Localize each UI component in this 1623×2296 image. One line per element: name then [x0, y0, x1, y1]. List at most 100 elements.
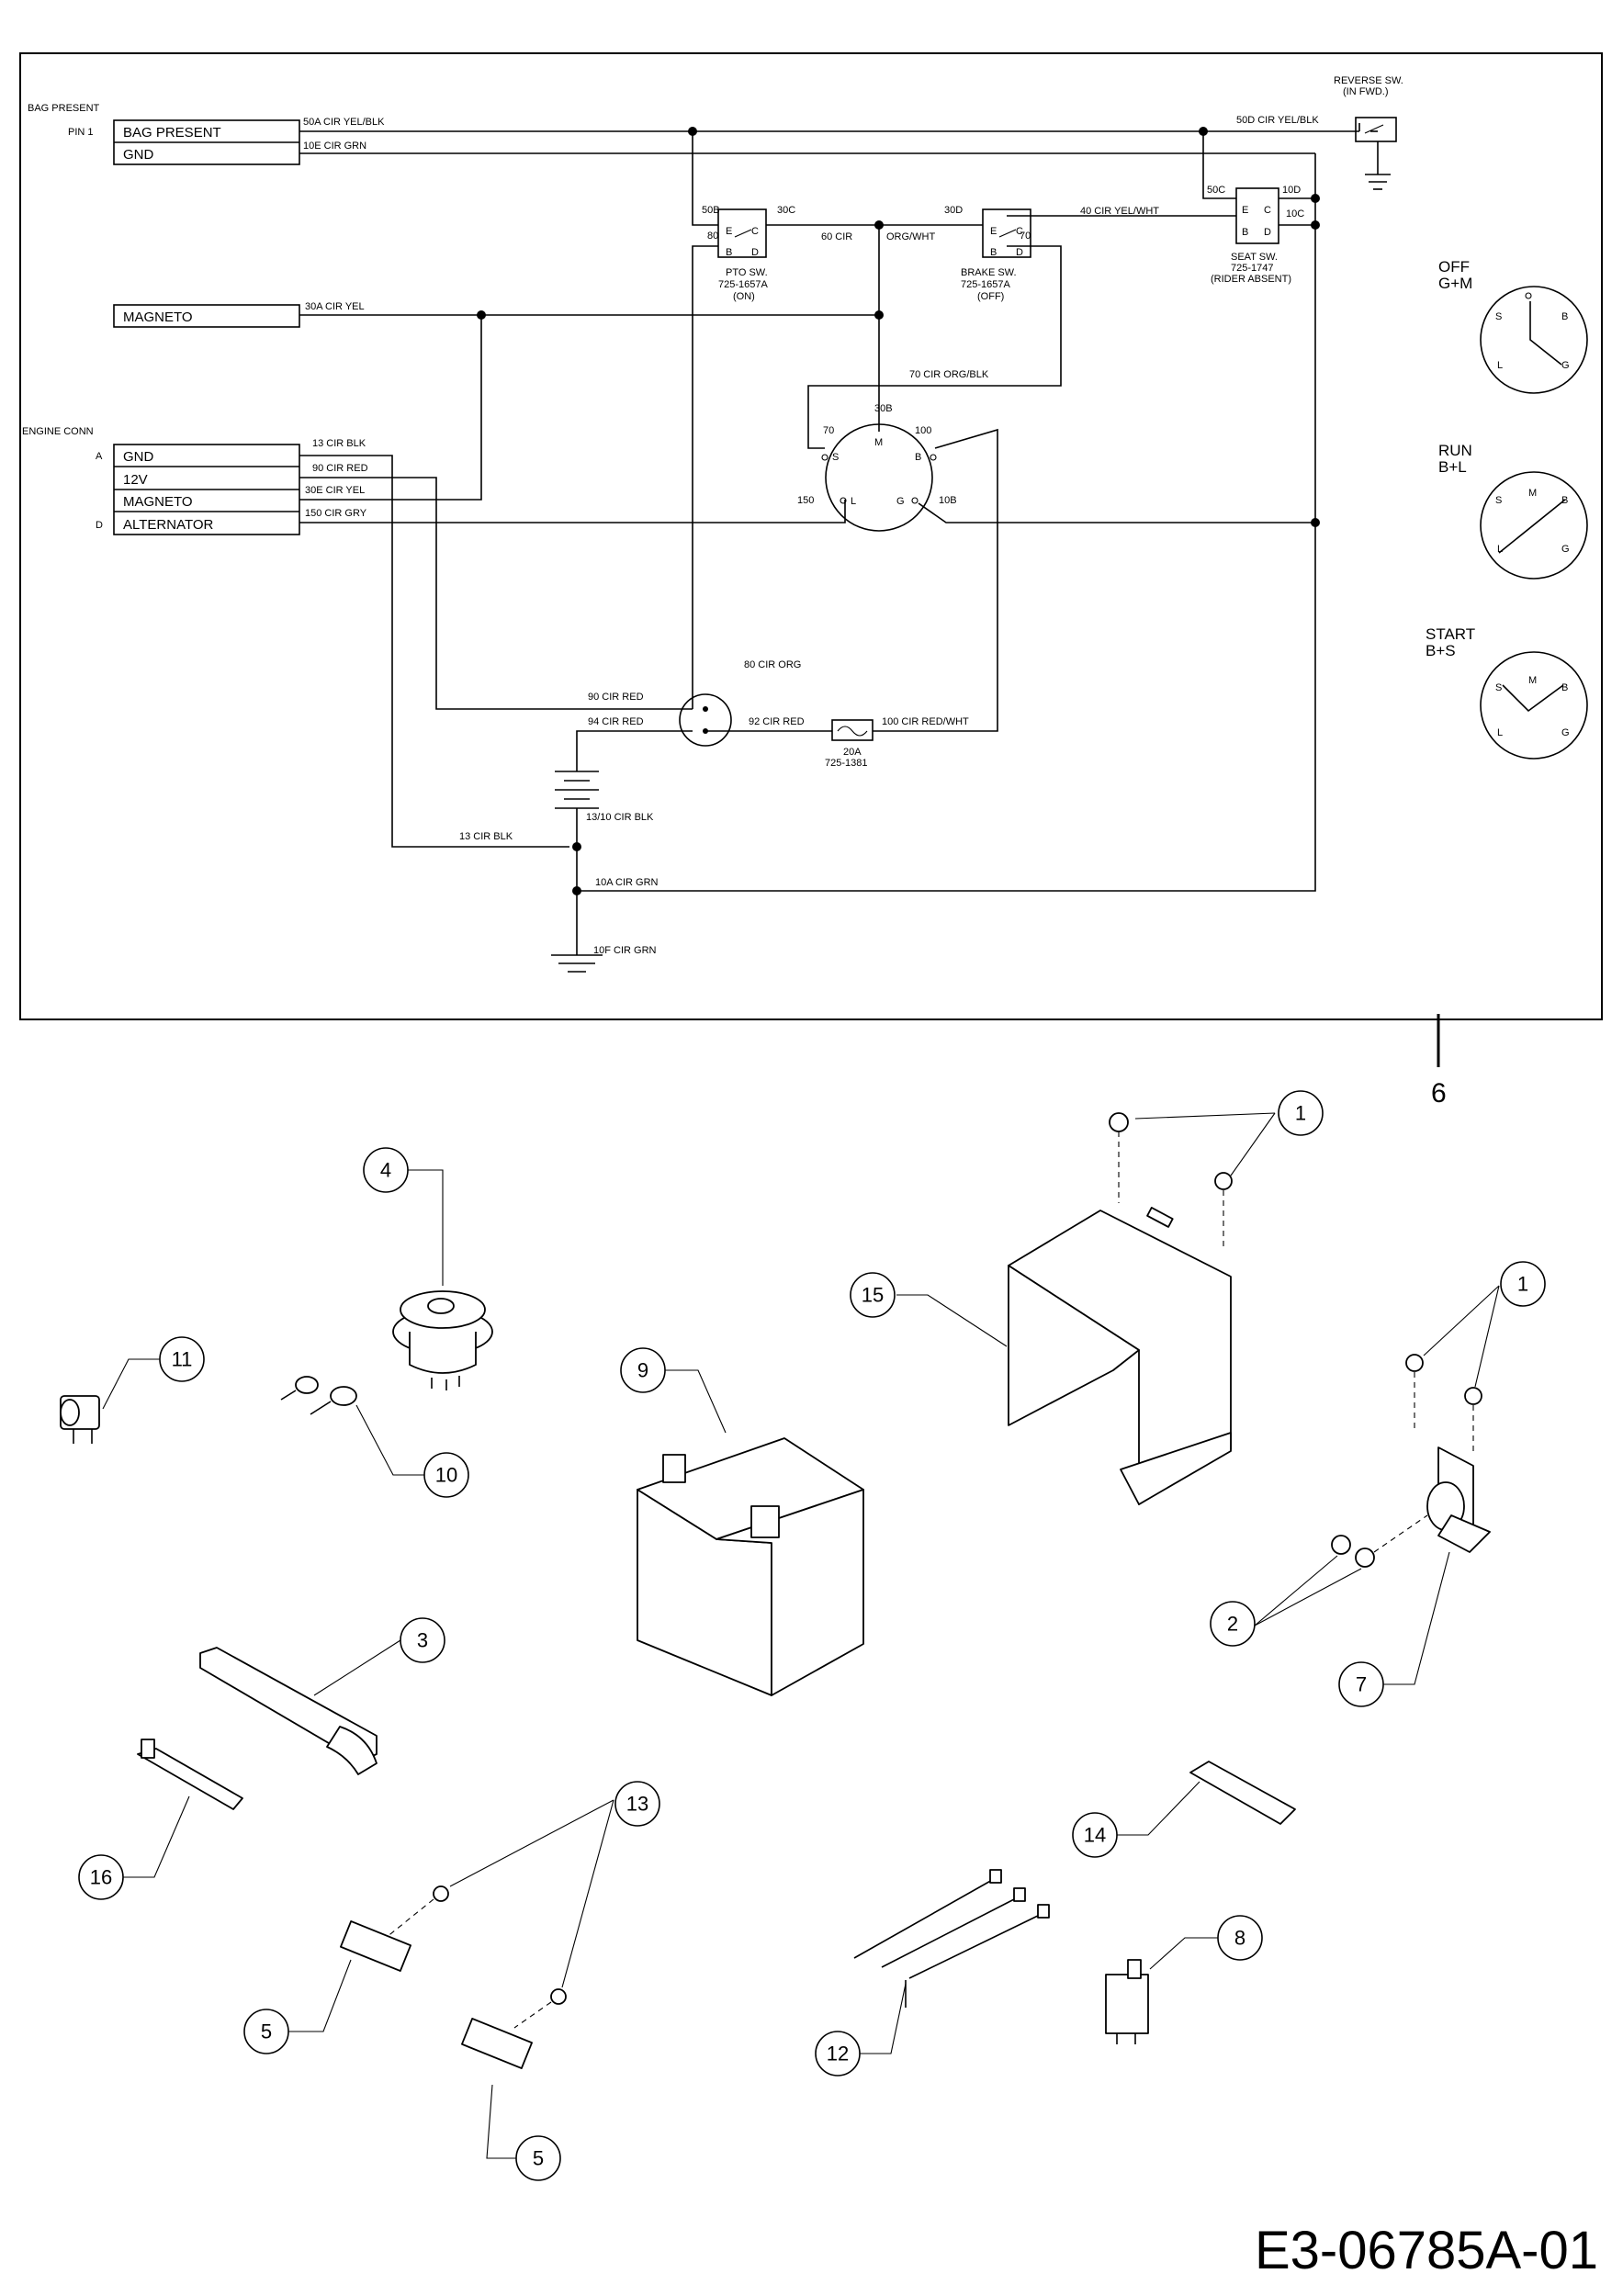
svg-text:15: 15	[862, 1284, 884, 1307]
node-labels: 50B 30C 80 30D 70 50C 10D 10C 70 30B 100…	[702, 185, 1304, 506]
part-shield-bracket	[1008, 1207, 1232, 1505]
key-position-run: RUN B+L M S B L G	[1438, 442, 1588, 580]
key-position-start: START B+S M S B L G	[1426, 625, 1588, 760]
part-clip-14	[1189, 1761, 1296, 1825]
svg-text:10E CIR GRN: 10E CIR GRN	[303, 141, 366, 152]
svg-text:L: L	[1497, 544, 1503, 555]
bag-present-connector: BAG PRESENT PIN 1 BAG PRESENT GND	[28, 103, 300, 165]
svg-text:50C: 50C	[1207, 185, 1225, 196]
svg-text:60 CIR: 60 CIR	[821, 231, 852, 242]
svg-text:10C: 10C	[1286, 208, 1304, 219]
part-ignition-mount	[1331, 1354, 1491, 1568]
svg-text:ORG/WHT: ORG/WHT	[886, 231, 935, 242]
svg-text:30D: 30D	[944, 205, 963, 216]
part-connectors	[340, 1885, 567, 2069]
svg-text:5: 5	[261, 2020, 272, 2043]
svg-text:94 CIR RED: 94 CIR RED	[588, 716, 644, 727]
pto-switch: E C B D PTO SW. 725-1657A (ON)	[717, 208, 768, 302]
svg-text:B+S: B+S	[1426, 642, 1456, 659]
svg-text:50D CIR YEL/BLK: 50D CIR YEL/BLK	[1236, 115, 1319, 126]
part-battery	[637, 1437, 864, 1696]
svg-text:L: L	[1497, 360, 1503, 371]
svg-text:70: 70	[1020, 231, 1031, 242]
svg-text:16: 16	[90, 1866, 112, 1889]
svg-text:2: 2	[1227, 1613, 1238, 1636]
svg-text:MAGNETO: MAGNETO	[123, 310, 193, 325]
svg-text:13 CIR BLK: 13 CIR BLK	[459, 831, 513, 842]
svg-text:E: E	[726, 226, 732, 237]
part-keys	[280, 1376, 357, 1415]
svg-text:725-1657A: 725-1657A	[718, 279, 768, 290]
magneto-connector: MAGNETO	[113, 304, 300, 328]
svg-text:30A CIR YEL: 30A CIR YEL	[305, 301, 365, 312]
svg-text:11: 11	[172, 1348, 193, 1371]
svg-text:10D: 10D	[1282, 185, 1301, 196]
svg-text:70 CIR ORG/BLK: 70 CIR ORG/BLK	[909, 369, 989, 380]
svg-text:(IN FWD.): (IN FWD.)	[1343, 86, 1388, 97]
svg-text:12V: 12V	[123, 472, 148, 488]
svg-text:S: S	[1495, 682, 1502, 693]
svg-text:S: S	[1495, 311, 1502, 322]
svg-text:M: M	[1528, 488, 1537, 499]
svg-text:90 CIR RED: 90 CIR RED	[312, 463, 368, 474]
svg-text:30B: 30B	[874, 403, 893, 414]
svg-text:13: 13	[626, 1793, 648, 1816]
key-position-off: OFF G+M S B L G	[1438, 258, 1588, 394]
svg-text:D: D	[96, 520, 103, 531]
svg-text:725-1657A: 725-1657A	[961, 279, 1010, 290]
svg-text:G: G	[1561, 544, 1570, 555]
svg-text:G: G	[1561, 360, 1570, 371]
schematic-frame	[19, 52, 1603, 1020]
svg-text:SEAT SW.: SEAT SW.	[1231, 252, 1278, 263]
callouts: 1 1 2 3 4 5 5 7 8 9 10 11	[78, 1090, 1546, 2181]
part-plunger-switch	[1105, 1959, 1149, 2044]
svg-text:100 CIR RED/WHT: 100 CIR RED/WHT	[882, 716, 969, 727]
svg-text:B: B	[1561, 311, 1568, 322]
drawing-number: E3-06785A-01	[1255, 2221, 1598, 2280]
svg-text:RUN: RUN	[1438, 442, 1472, 459]
svg-text:L: L	[1497, 727, 1503, 738]
svg-text:30E CIR YEL: 30E CIR YEL	[305, 485, 365, 496]
svg-text:GND: GND	[123, 449, 154, 465]
svg-text:(ON): (ON)	[733, 291, 755, 302]
svg-text:C: C	[751, 226, 759, 237]
part-relay	[60, 1395, 100, 1444]
svg-text:BRAKE SW.: BRAKE SW.	[961, 267, 1017, 278]
svg-text:12: 12	[827, 2043, 849, 2065]
svg-text:100: 100	[915, 425, 931, 436]
svg-text:C: C	[1264, 205, 1271, 216]
svg-text:M: M	[1528, 675, 1537, 686]
ground-symbol	[551, 954, 603, 973]
svg-text:M: M	[874, 437, 883, 448]
svg-text:10F CIR GRN: 10F CIR GRN	[593, 945, 657, 956]
svg-text:13/10 CIR BLK: 13/10 CIR BLK	[586, 812, 654, 823]
part-cable-ties	[853, 1869, 1050, 2008]
svg-text:40 CIR YEL/WHT: 40 CIR YEL/WHT	[1080, 206, 1159, 217]
svg-text:150: 150	[797, 495, 814, 506]
svg-text:B: B	[1561, 682, 1568, 693]
svg-text:1: 1	[1295, 1102, 1306, 1125]
svg-text:B: B	[726, 247, 732, 258]
svg-text:BAG PRESENT: BAG PRESENT	[28, 103, 100, 114]
svg-text:725-1381: 725-1381	[825, 758, 868, 769]
svg-text:B+L: B+L	[1438, 458, 1467, 476]
part-ignition-switch	[392, 1290, 493, 1390]
battery-symbol	[555, 771, 599, 809]
svg-text:30C: 30C	[777, 205, 795, 216]
svg-text:92 CIR RED: 92 CIR RED	[749, 716, 805, 727]
svg-text:(OFF): (OFF)	[977, 291, 1004, 302]
svg-text:G: G	[896, 496, 905, 507]
seat-switch: E C B D SEAT SW. 725-1747 (RIDER ABSENT)	[1211, 187, 1291, 285]
engine-connector: ENGINE CONN A D GND 12V MAGNETO ALTERNAT…	[22, 426, 300, 535]
svg-text:GND: GND	[123, 147, 154, 163]
svg-text:C: C	[1016, 226, 1023, 237]
svg-text:3: 3	[417, 1629, 428, 1652]
svg-text:725-1747: 725-1747	[1231, 263, 1274, 274]
svg-text:OFF: OFF	[1438, 258, 1470, 276]
svg-text:14: 14	[1084, 1824, 1106, 1847]
svg-text:B: B	[990, 247, 997, 258]
svg-text:B: B	[1242, 227, 1248, 238]
svg-text:13 CIR BLK: 13 CIR BLK	[312, 438, 366, 449]
frame-callout: 6	[1431, 1078, 1447, 1109]
svg-text:S: S	[1495, 495, 1502, 506]
